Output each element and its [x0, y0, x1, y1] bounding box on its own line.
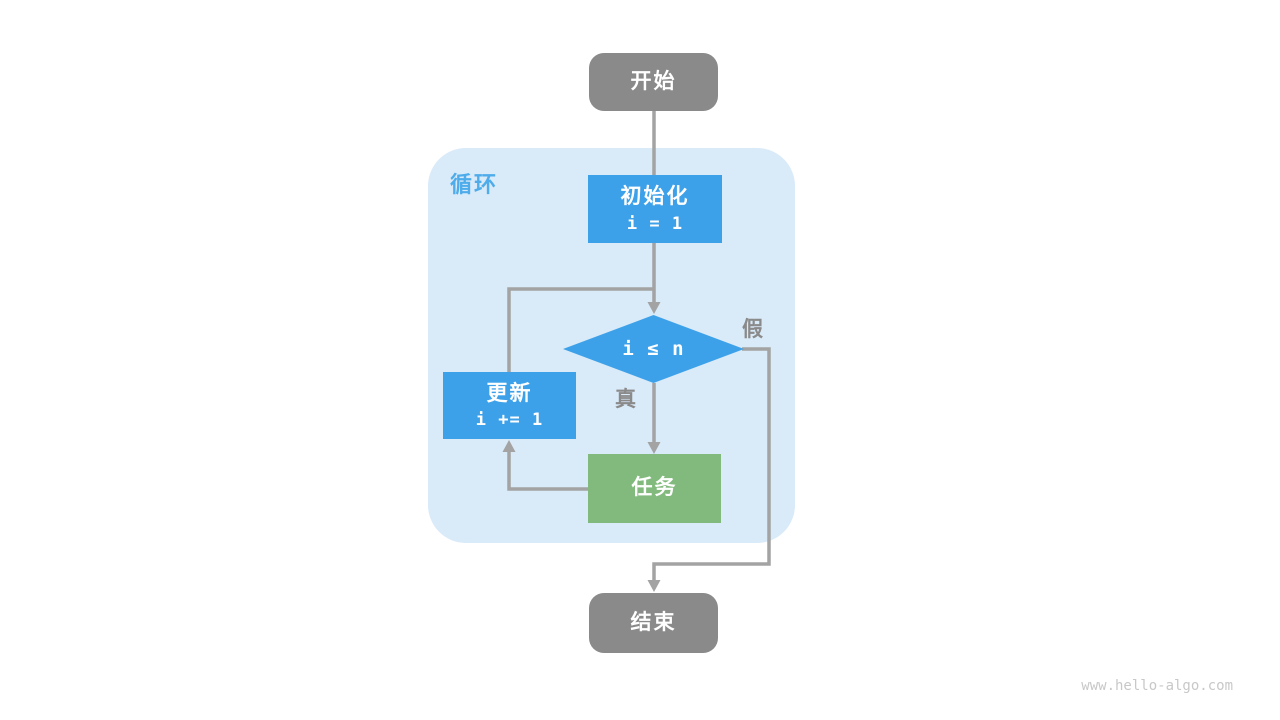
- branch-label-true: 真: [615, 388, 636, 411]
- branch-label-false: 假: [742, 318, 763, 341]
- edge-task-to-update: [507, 452, 590, 491]
- arrowhead-into-condition: [647, 302, 661, 314]
- update-node-label: 更新: [486, 381, 533, 405]
- init-node-label: 初始化: [620, 185, 690, 209]
- edge-update-to-condition: [507, 287, 654, 372]
- update-node: 更新 i += 1: [443, 372, 576, 439]
- loop-label: 循环: [450, 172, 499, 197]
- start-node: 开始: [589, 53, 718, 111]
- end-node-label: 结束: [630, 610, 677, 634]
- init-node: 初始化 i = 1: [588, 175, 722, 243]
- arrowhead-into-update: [502, 440, 516, 452]
- update-node-code: i += 1: [475, 410, 544, 431]
- arrowhead-into-task: [647, 442, 661, 454]
- watermark: www.hello-algo.com: [1081, 678, 1233, 694]
- start-node-label: 开始: [630, 69, 677, 93]
- arrowhead-into-end: [647, 580, 661, 592]
- edge-condition-false-to-end: [652, 347, 771, 580]
- task-node: 任务: [588, 454, 721, 523]
- init-node-code: i = 1: [626, 213, 684, 234]
- task-node-label: 任务: [631, 476, 678, 500]
- end-node: 结束: [589, 593, 718, 653]
- condition-node-code: i ≤ n: [622, 338, 685, 360]
